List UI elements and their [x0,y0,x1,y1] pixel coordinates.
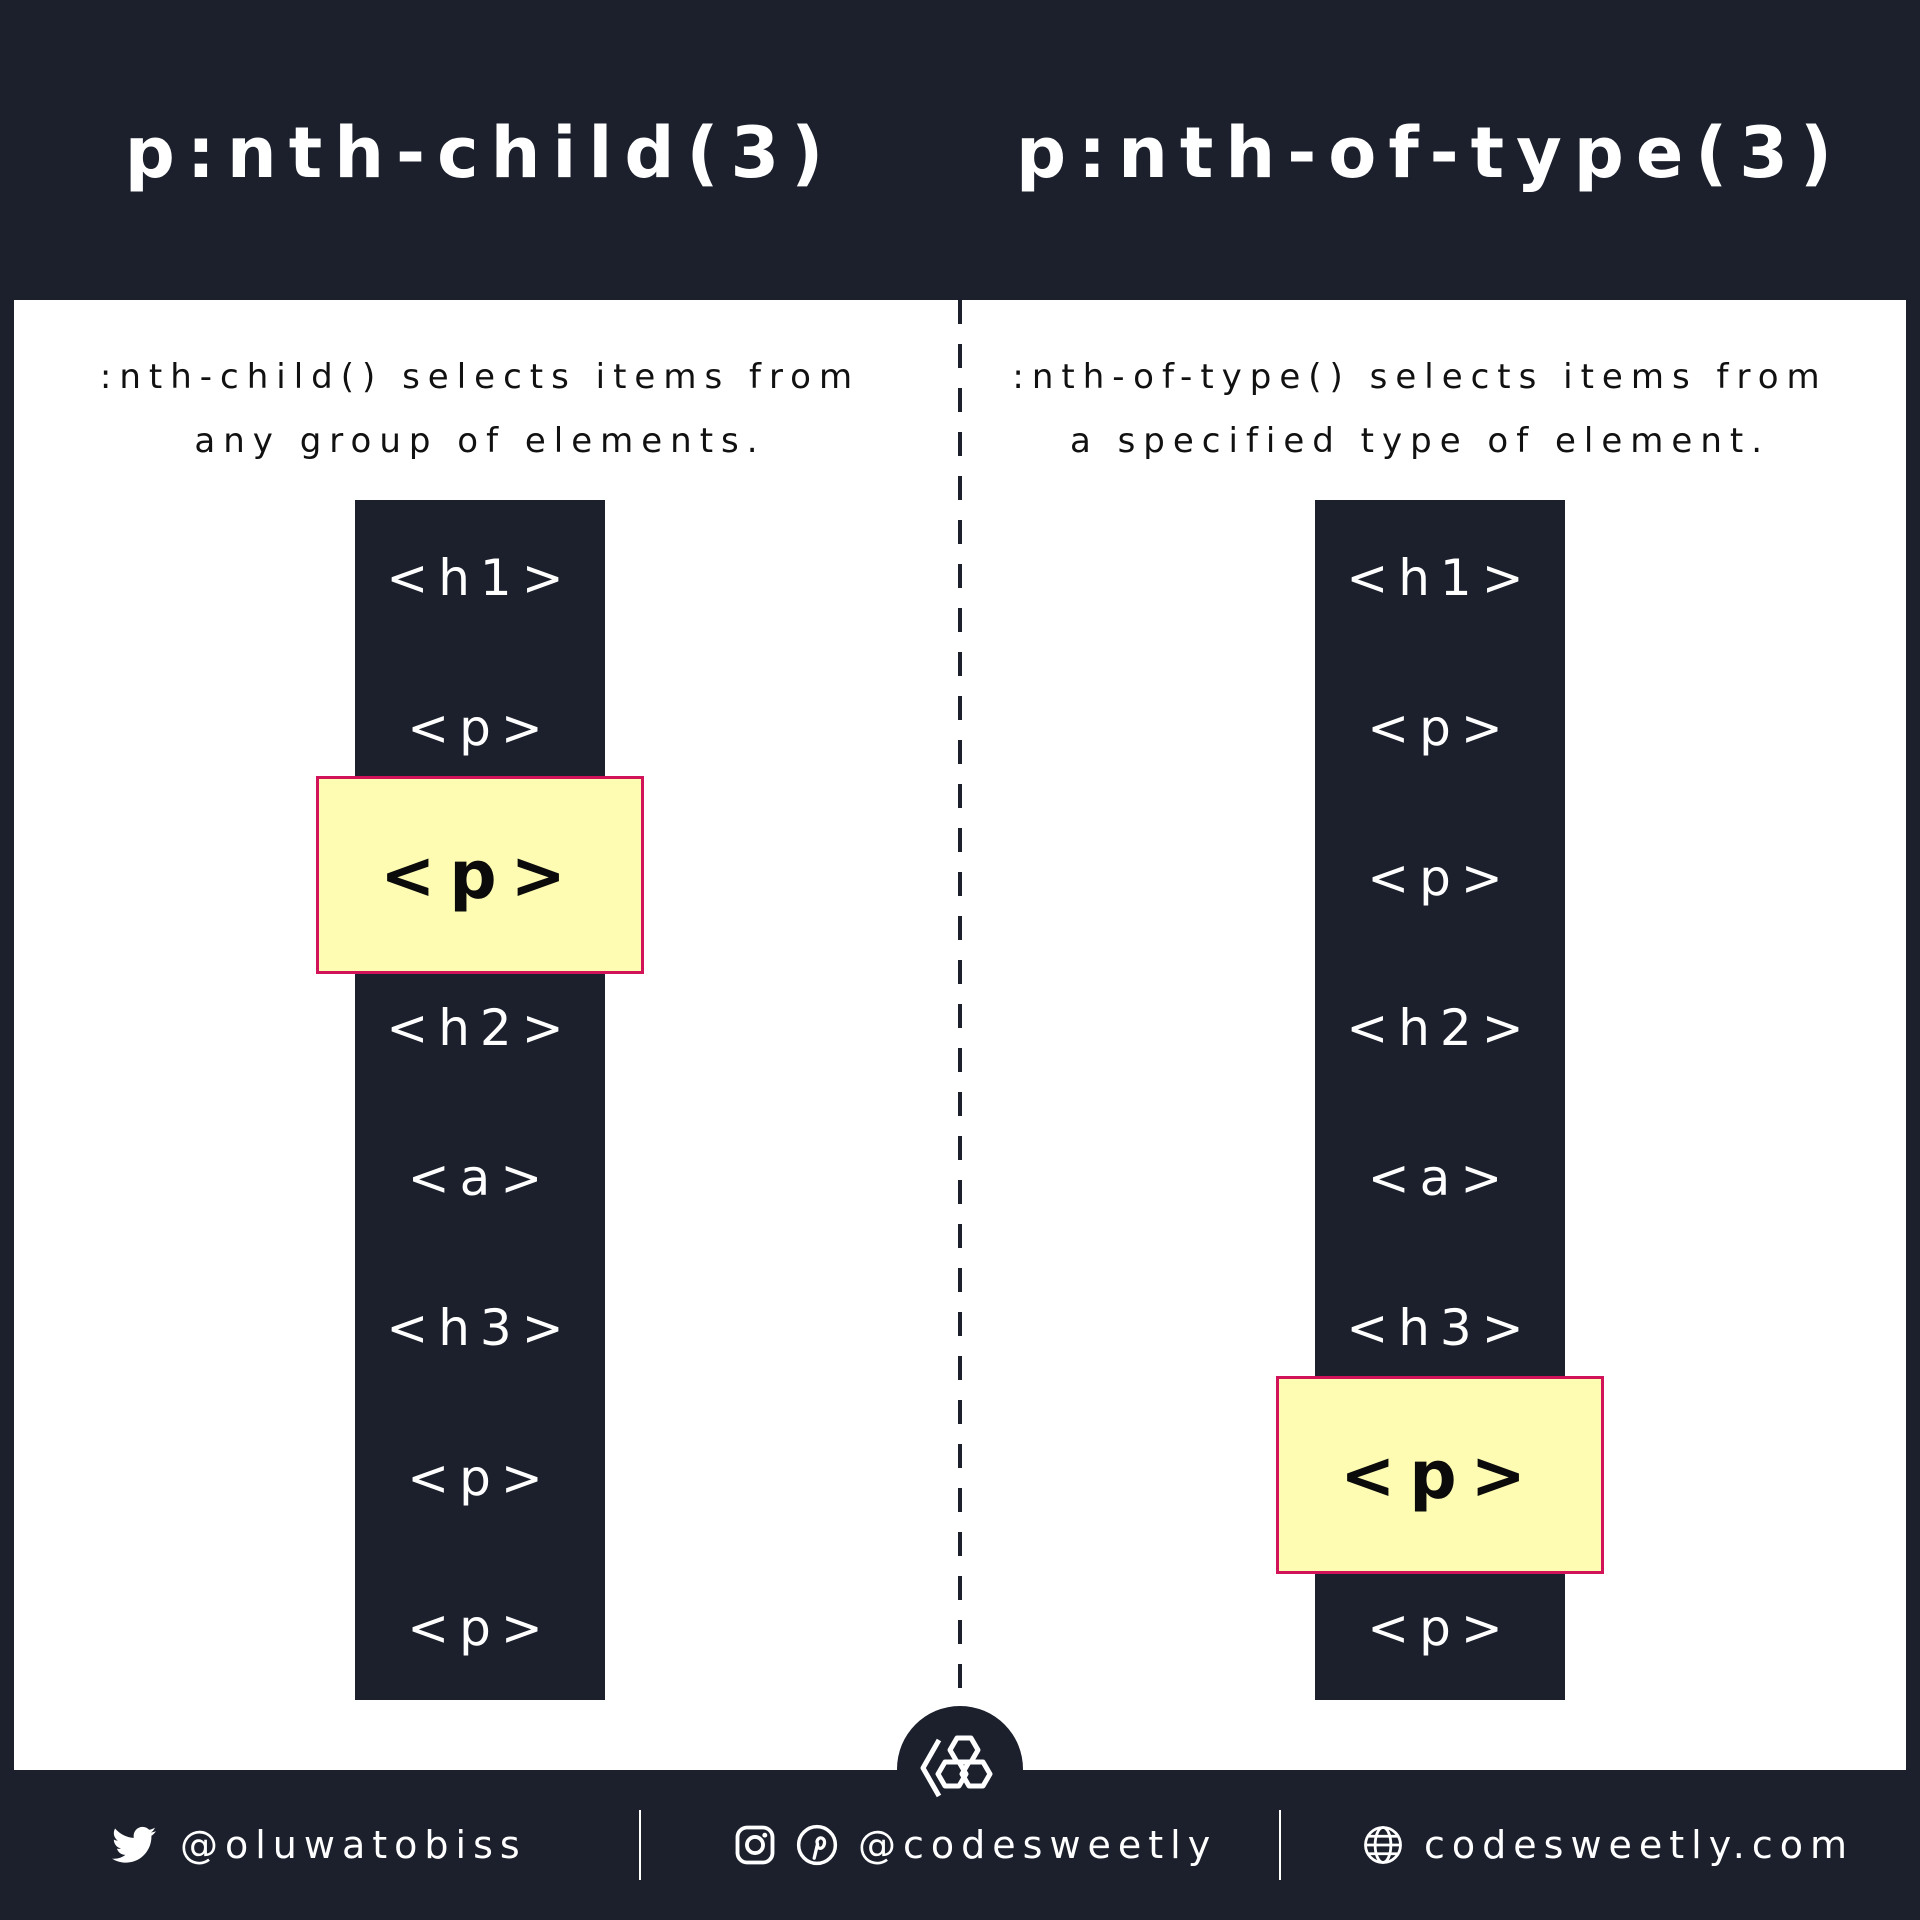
description-nth-of-type: :nth-of-type() selects items from a spec… [1012,357,1828,461]
element-tag: <p> [1367,849,1513,907]
footer-website[interactable]: codesweetly.com [1362,1815,1854,1875]
element-tag: <h2> [1346,999,1534,1057]
element-tag: <p> [1367,1599,1513,1657]
social-handle: @codesweetly [858,1823,1218,1867]
element-tag: <h3> [386,1299,574,1357]
highlighted-element-right: <p> [1276,1376,1604,1574]
footer-separator [1279,1810,1281,1880]
element-tag: <p> [407,1449,553,1507]
element-tag: <h2> [386,999,574,1057]
element-tag: <h1> [1346,549,1534,607]
description-nth-child: :nth-child() selects items from any grou… [99,357,861,461]
element-tag: <h3> [1346,1299,1534,1357]
logo-icon [897,1706,1023,1832]
element-tag: <p> [1367,699,1513,757]
element-tag: <a> [1367,1149,1513,1207]
highlighted-element-left: <p> [316,776,644,974]
element-tag: <h1> [386,549,574,607]
element-tag: <a> [407,1149,553,1207]
website-url: codesweetly.com [1424,1823,1855,1867]
dashed-divider [958,300,962,1710]
element-column-left: <h1> <p> <h2> <a> <h3> <p> <p> [355,500,605,1700]
pinterest-icon [796,1824,838,1866]
twitter-handle: @oluwatobiss [180,1823,527,1867]
title-nth-child: p:nth-child(3) [124,112,836,194]
title-nth-of-type: p:nth-of-type(3) [1015,112,1844,194]
footer-twitter[interactable]: @oluwatobiss [112,1815,527,1875]
twitter-icon [112,1826,156,1864]
footer-separator [639,1810,641,1880]
globe-icon [1362,1824,1404,1866]
instagram-icon [734,1824,776,1866]
element-tag: <p> [407,699,553,757]
footer-social[interactable]: @codesweetly [734,1815,1217,1875]
element-tag: <p> [407,1599,553,1657]
